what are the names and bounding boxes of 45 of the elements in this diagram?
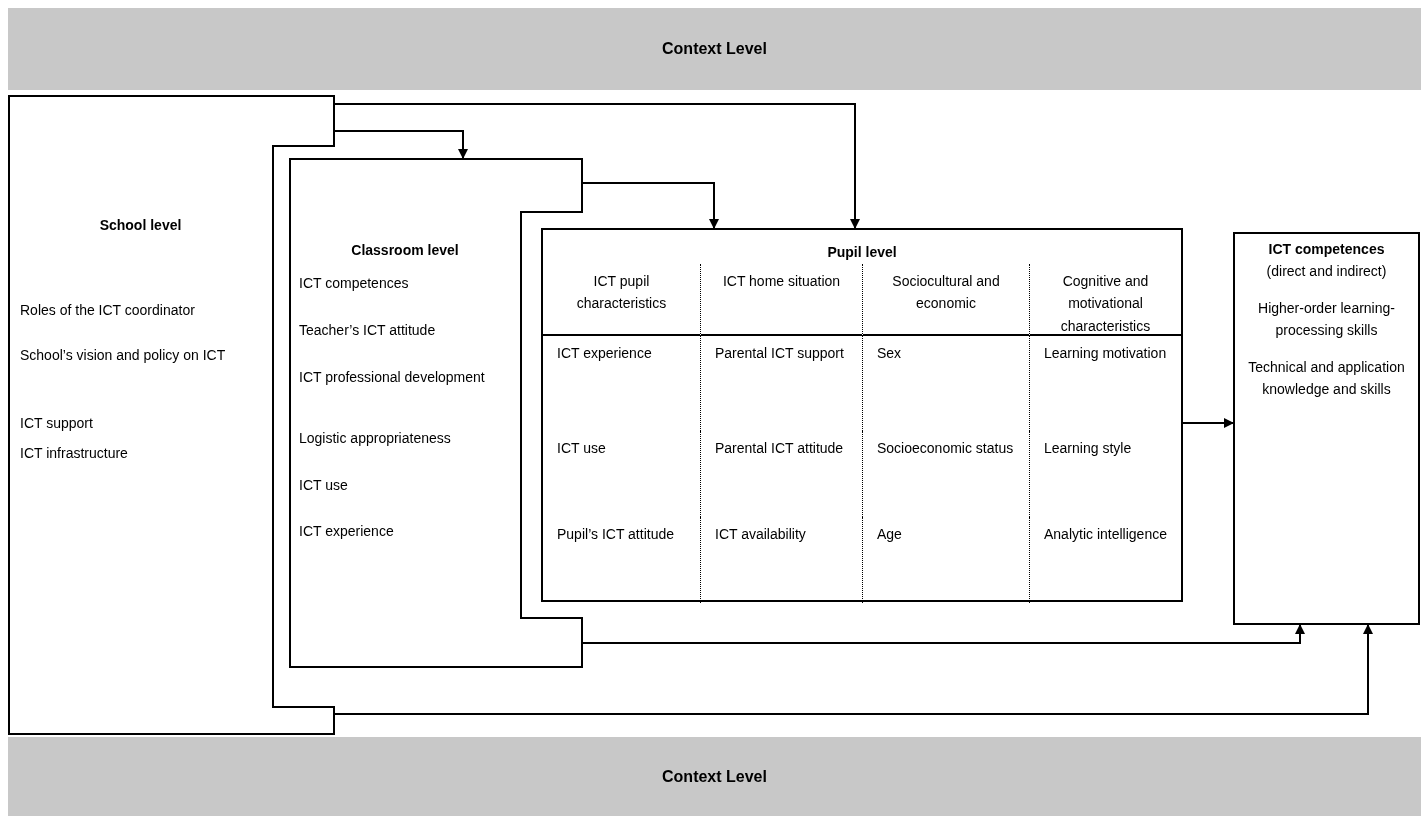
arrow bbox=[333, 103, 860, 229]
factor-text: Socioeconomic status bbox=[862, 431, 1029, 517]
factor-text: Roles of the ICT coordinator bbox=[20, 301, 196, 320]
arrow bbox=[581, 624, 1305, 644]
factor-text: ICT use bbox=[299, 476, 349, 495]
level-heading: School level bbox=[98, 217, 183, 233]
outcome-heading: ICT competences bbox=[1267, 240, 1386, 259]
column-header: Sociocultural and economic bbox=[862, 264, 1029, 336]
band-title: Context Level bbox=[662, 767, 767, 786]
outcome-text: Higher-order learning-processing skills bbox=[1257, 298, 1396, 341]
factor-text: ICT experience bbox=[556, 344, 653, 363]
context-band bbox=[8, 8, 1421, 90]
arrow bbox=[1182, 418, 1234, 428]
outcome-box bbox=[1233, 232, 1420, 625]
column-header: Cognitive and motivational characteristics bbox=[1029, 264, 1181, 336]
level-heading: Pupil level bbox=[826, 244, 898, 260]
factor-text: Parental ICT support bbox=[700, 336, 862, 431]
outcome-text: Technical and application knowledge and skills bbox=[1247, 357, 1406, 399]
factor-text: Age bbox=[862, 517, 1029, 603]
factor-text: ICT professional development bbox=[299, 368, 486, 387]
factor-text: Pupil’s ICT attitude bbox=[556, 525, 675, 544]
arrow bbox=[333, 130, 468, 159]
arrow bbox=[581, 182, 719, 229]
factor-text: ICT use bbox=[556, 439, 607, 458]
factor-text: Parental ICT attitude bbox=[700, 431, 862, 517]
factor-text: ICT support bbox=[20, 414, 94, 433]
band-title: Context Level bbox=[662, 40, 767, 58]
factor-text: Teacher’s ICT attitude bbox=[299, 321, 437, 340]
factor-text: ICT experience bbox=[299, 522, 395, 541]
factor-text: Logistic appropriateness bbox=[299, 429, 452, 448]
factor-text: Analytic intelligence bbox=[1029, 517, 1181, 603]
factor-text: Learning style bbox=[1029, 431, 1181, 517]
level-panel bbox=[541, 228, 1183, 602]
column-header: ICT home situation bbox=[700, 264, 862, 336]
factor-text: ICT availability bbox=[700, 517, 862, 603]
level-heading: Classroom level bbox=[350, 242, 460, 258]
factor-text: Learning motivation bbox=[1029, 336, 1181, 431]
factor-text: ICT competences bbox=[299, 274, 410, 293]
factor-text: School’s vision and policy on ICT bbox=[20, 346, 227, 365]
context-band bbox=[8, 737, 1421, 816]
factor-text: Sex bbox=[862, 336, 1029, 431]
column-header: ICT pupil characteristics bbox=[543, 264, 700, 336]
factor-text: ICT infrastructure bbox=[20, 444, 129, 463]
arrow bbox=[333, 624, 1373, 715]
outcome-text: (direct and indirect) bbox=[1265, 262, 1388, 282]
